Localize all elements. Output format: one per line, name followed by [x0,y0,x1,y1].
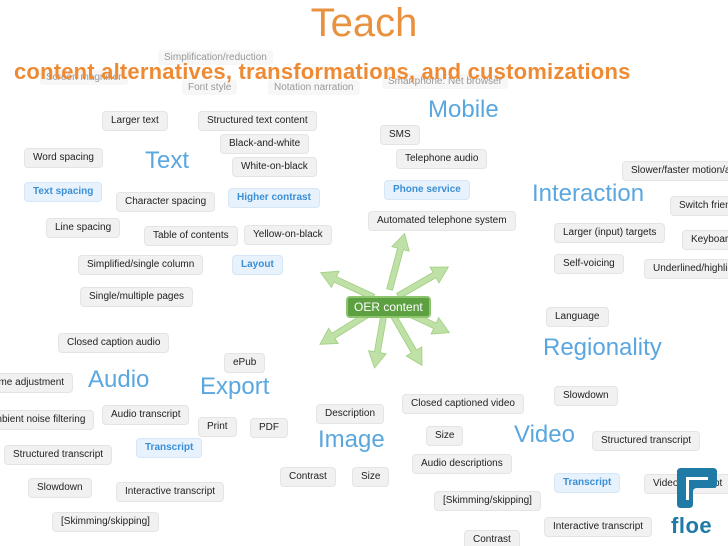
ghost-label-left-hidden: Screen magnifier [40,70,128,85]
tag[interactable]: Table of contents [144,226,238,246]
tag[interactable]: Larger (input) targets [554,223,666,243]
floe-logo-text: floe [671,513,713,538]
tag[interactable]: Slower/faster motion/animation [622,161,728,181]
tag[interactable]: Switch friendly [670,196,728,216]
category-text: Text [145,147,190,174]
tag[interactable]: Audio transcript [102,405,190,425]
tag[interactable]: Contrast [280,467,336,487]
arrow-to-interaction [396,266,450,300]
tag[interactable]: SMS [380,125,420,145]
tag[interactable]: Structured transcript [592,431,701,451]
category-mobile: Mobile [428,96,499,123]
ghost-label-font-style: Font style [182,80,238,95]
tag[interactable]: Interactive transcript [116,482,225,502]
ghost-label-smartphone: Smartphone: Net browser [382,74,508,89]
tag[interactable]: Line spacing [46,218,121,238]
tag[interactable]: Slowdown [554,386,618,406]
page-subtitle: content alternatives, transformations, a… [14,59,631,84]
tag[interactable]: Self-voicing [554,254,624,274]
tag[interactable]: Word spacing [24,148,103,168]
tag[interactable]: Simplified/single column [78,255,204,275]
tag-highlighted[interactable]: Transcript [136,438,203,458]
tag[interactable]: Interactive transcript [544,517,653,537]
tag[interactable]: Structured text content [198,111,317,131]
tag[interactable]: Single/multiple pages [80,287,194,307]
category-export: Export [200,373,270,400]
tag[interactable]: Keyboard [682,230,728,250]
floe-logo-icon [677,468,717,508]
ghost-label-notation: Notation narration [268,80,360,95]
category-interaction: Interaction [532,180,645,207]
tag[interactable]: [Skimming/skipping] [52,512,159,532]
tag[interactable]: ePub [224,353,266,373]
tag[interactable]: Description [316,404,385,424]
tag[interactable]: PDF [250,418,288,438]
arrow-to-image [367,315,387,369]
tag-highlighted[interactable]: Text spacing [24,182,103,202]
category-video: Video [514,421,575,448]
tag[interactable]: Automated telephone system [368,211,516,231]
tag[interactable]: Language [546,307,609,327]
tag[interactable]: Size [352,467,390,487]
tag[interactable]: Yellow-on-black [244,225,332,245]
tag[interactable]: Volume adjustment [0,373,74,393]
tag[interactable]: Audio descriptions [412,454,512,474]
tag[interactable]: Size [426,426,464,446]
ghost-label-simplification: Simplification/reduction [158,50,273,65]
tag[interactable]: White-on-black [232,157,317,177]
tag[interactable]: Closed caption audio [58,333,170,353]
tag[interactable]: Ambient noise filtering [0,410,95,430]
tag[interactable]: Structured transcript [4,445,113,465]
tag-highlighted[interactable]: Transcript [554,473,621,493]
page-title: Teach [310,1,418,45]
tag[interactable]: Print [198,417,237,437]
tag[interactable]: Black-and-white [220,134,310,154]
tag[interactable]: Underlined/highlighted [644,259,728,279]
tag[interactable]: Slowdown [28,478,92,498]
tag-highlighted[interactable]: Higher contrast [228,188,320,208]
center-node[interactable]: OER content [346,296,431,318]
category-regionality: Regionality [543,334,662,361]
tag[interactable]: Closed captioned video [402,394,524,414]
tag-highlighted[interactable]: Layout [232,255,283,275]
tag-highlighted[interactable]: Phone service [384,180,470,200]
tag[interactable]: Larger text [102,111,168,131]
tag[interactable]: Character spacing [116,192,216,212]
arrow-to-mobile [386,232,410,291]
arrow-to-video [389,313,423,367]
tag[interactable]: Telephone audio [396,149,488,169]
category-audio: Audio [88,366,150,393]
category-image: Image [318,426,385,453]
tag[interactable]: [Skimming/skipping] [434,491,541,511]
tag[interactable]: Contrast [464,530,520,546]
